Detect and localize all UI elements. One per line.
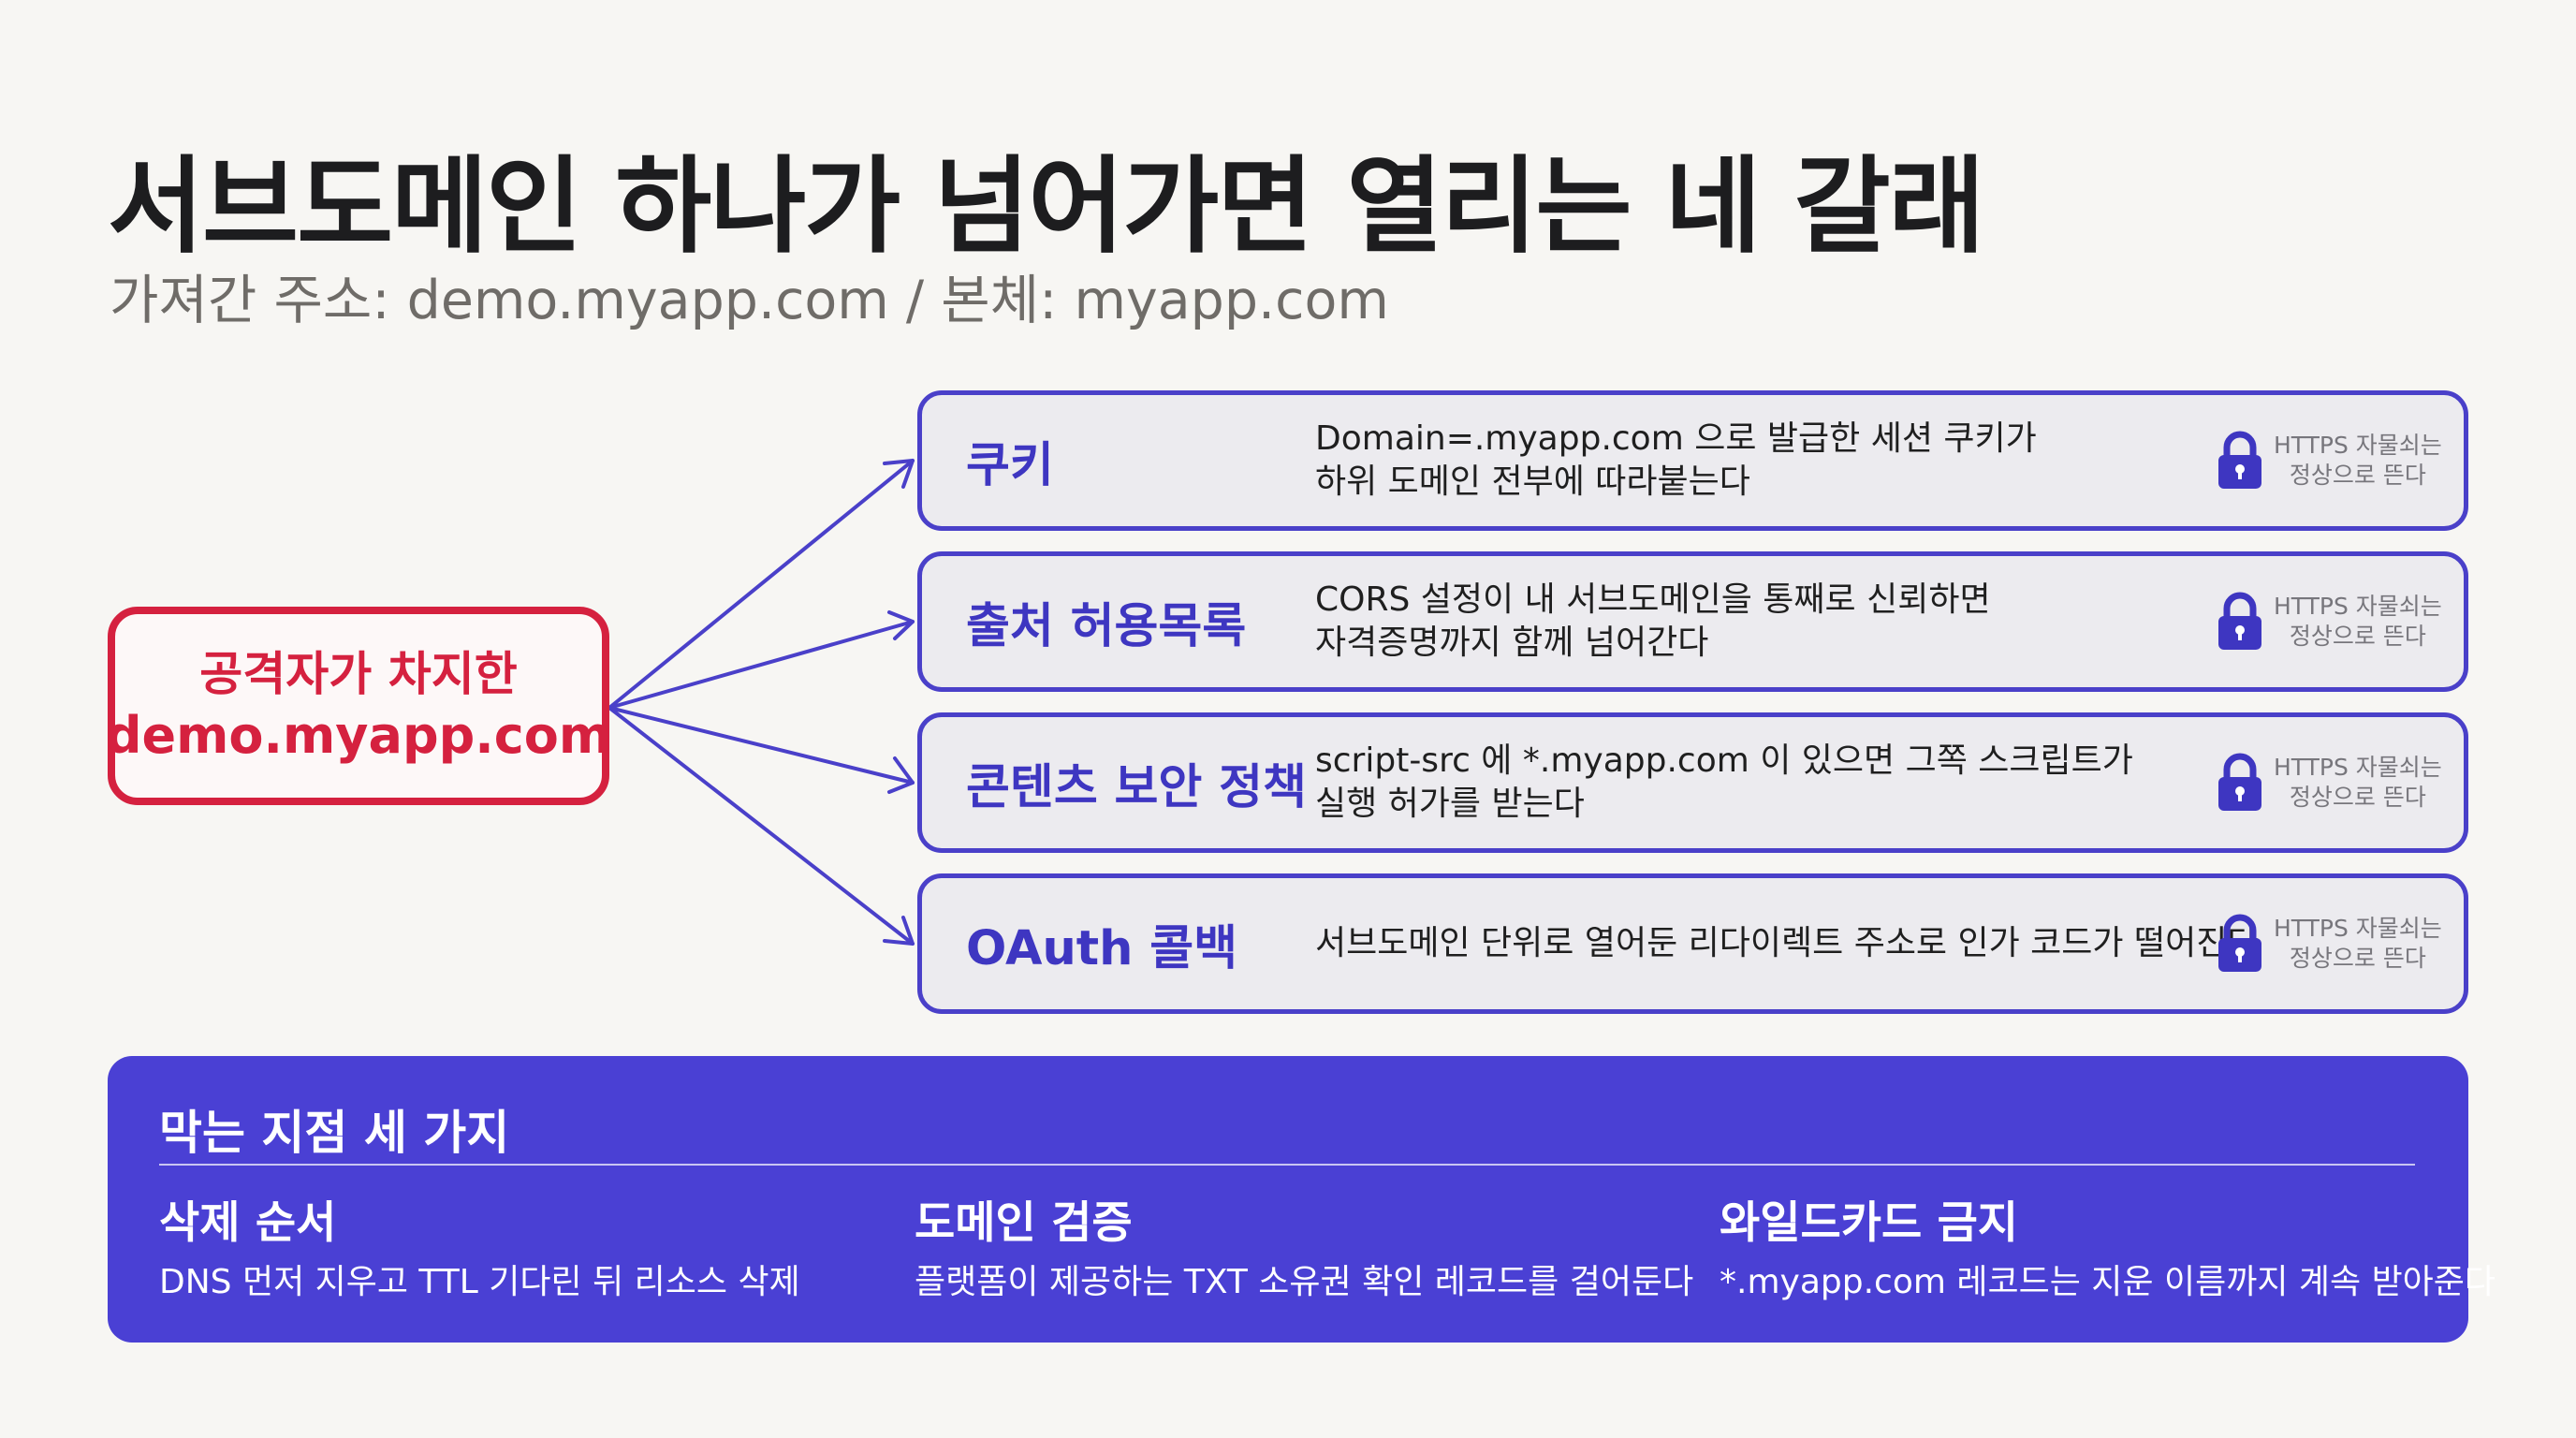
lock-icon: [2218, 914, 2261, 972]
vector-cors-allowlist: 출처 허용목록 CORS 설정이 내 서브도메인을 통째로 신뢰하면 자격증명까…: [917, 551, 2468, 692]
mitigation-title: 막는 지점 세 가지: [159, 1106, 510, 1160]
vector-description: CORS 설정이 내 서브도메인을 통째로 신뢰하면 자격증명까지 함께 넘어간…: [1315, 580, 1991, 662]
vector-description: Domain=.myapp.com 으로 발급한 세션 쿠키가 하위 도메인 전…: [1315, 419, 2037, 501]
mitigation-heading: 삭제 순서: [159, 1197, 337, 1249]
vector-name: 쿠키: [966, 438, 1054, 493]
mitigation-text: *.myapp.com 레코드는 지운 이름까지 계속 받아준다: [1720, 1263, 2496, 1301]
vector-name: 콘텐츠 보안 정책: [966, 760, 1307, 815]
page-subtitle: 가져간 주소: demo.myapp.com / 본체: myapp.com: [110, 270, 1389, 331]
attacker-domain: demo.myapp.com: [105, 706, 612, 765]
mitigation-text: 플랫폼이 제공하는 TXT 소유권 확인 레코드를 걸어둔다: [915, 1263, 1694, 1301]
https-lock-note: HTTPS 자물쇠는 정상으로 뜬다: [2274, 432, 2442, 489]
vector-description: script-src 에 *.myapp.com 이 있으면 그쪽 스크립트가 …: [1315, 741, 2133, 823]
lock-icon: [2218, 431, 2261, 489]
arrow-to-cors: [607, 620, 915, 710]
attacker-label: 공격자가 차지한: [199, 647, 518, 701]
vector-name: OAuth 콜백: [966, 921, 1238, 976]
mitigation-heading: 도메인 검증: [915, 1197, 1133, 1249]
vector-csp: 콘텐츠 보안 정책 script-src 에 *.myapp.com 이 있으면…: [917, 712, 2468, 853]
arrow-to-cookie: [607, 459, 915, 710]
https-lock-note: HTTPS 자물쇠는 정상으로 뜬다: [2274, 915, 2442, 972]
mitigation-heading: 와일드카드 금지: [1720, 1197, 2019, 1249]
vector-description: 서브도메인 단위로 열어둔 리다이렉트 주소로 인가 코드가 떨어진다: [1315, 924, 2259, 962]
arrowhead-cors: [887, 610, 915, 640]
https-lock-note: HTTPS 자물쇠는 정상으로 뜬다: [2274, 754, 2442, 811]
arrowhead-csp: [887, 756, 915, 794]
vector-name: 출처 허용목록: [966, 599, 1247, 654]
mitigation-item-no-wildcard: 와일드카드 금지 *.myapp.com 레코드는 지운 이름까지 계속 받아준…: [1720, 1196, 2496, 1305]
mitigation-panel: 막는 지점 세 가지 삭제 순서 DNS 먼저 지우고 TTL 기다린 뒤 리소…: [108, 1056, 2496, 1343]
https-lock-note: HTTPS 자물쇠는 정상으로 뜬다: [2274, 593, 2442, 650]
arrow-to-oauth: [607, 706, 915, 946]
lock-icon: [2218, 592, 2261, 650]
vector-oauth-callback: OAuth 콜백 서브도메인 단위로 열어둔 리다이렉트 주소로 인가 코드가 …: [917, 873, 2468, 1014]
arrow-to-csp: [607, 706, 915, 785]
mitigation-item-domain-verification: 도메인 검증 플랫폼이 제공하는 TXT 소유권 확인 레코드를 걸어둔다: [915, 1196, 1693, 1305]
vector-cookie: 쿠키 Domain=.myapp.com 으로 발급한 세션 쿠키가 하위 도메…: [917, 390, 2468, 531]
arrowhead-cookie: [883, 459, 915, 489]
lock-icon: [2218, 753, 2261, 811]
mitigation-item-deletion-order: 삭제 순서 DNS 먼저 지우고 TTL 기다린 뒤 리소스 삭제: [159, 1196, 800, 1305]
arrowhead-oauth: [883, 916, 915, 946]
page-title: 서브도메인 하나가 넘어가면 열리는 네 갈래: [108, 146, 1985, 268]
attacker-subdomain-box: 공격자가 차지한 demo.myapp.com: [105, 607, 612, 805]
mitigation-divider: [159, 1164, 2415, 1166]
mitigation-text: DNS 먼저 지우고 TTL 기다린 뒤 리소스 삭제: [159, 1263, 800, 1301]
